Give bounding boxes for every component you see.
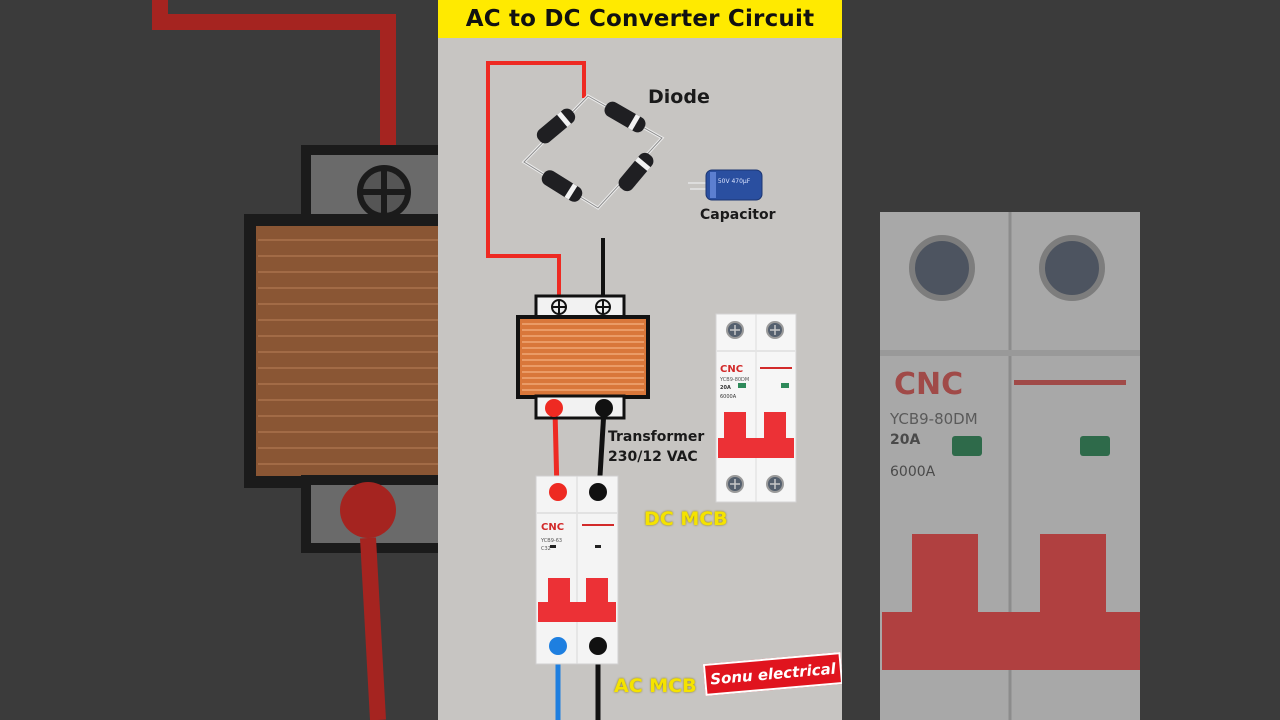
bg-red-terminal [340,482,396,538]
terminal-black [595,399,613,417]
dc-mcb-breaking: 6000A [720,394,737,400]
capacitor-marking: 50V 470µF [718,178,751,185]
ac-mcb: CNC YCB9-63 C32 [535,475,619,665]
transformer-coil [516,315,650,399]
background-right-zoom: CNC YCB9-80DM 20A 6000A [842,0,1280,720]
dc-mcb-label: DC MCB [644,508,728,530]
terminal-red [545,399,563,417]
bg-handle [882,612,1140,670]
transformer-label-line2: 230/12 VAC [608,449,698,465]
circuit-diagram: 50V 470µF [486,61,797,720]
capacitor-label: Capacitor [700,207,776,223]
bg-model-text: YCB9-80DM [889,410,978,428]
bg-screw-icon [909,235,975,301]
watermark-text: Sonu electrical [709,659,837,689]
diode-1 [536,108,576,144]
title-banner: AC to DC Converter Circuit [438,0,842,38]
dc-mcb-screw-icon-4 [766,475,784,493]
diode-2 [604,101,646,133]
diode-3 [541,170,583,202]
bg-red-wire-top [152,0,396,180]
capacitor: 50V 470µF [688,169,763,201]
dc-mcb-screw-icon-2 [766,321,784,339]
dc-mcb-handle [718,438,794,458]
ac-mcb-handle [538,602,616,622]
bg-left-art [0,0,438,720]
ac-mcb-terminal-black-bottom [589,637,607,655]
dc-mcb-rating: 20A [720,385,731,391]
dc-mcb-model: YCB9-80DM [719,377,749,383]
background-left-zoom [0,0,438,720]
red-wire-transformer-to-bridge [486,61,586,258]
ac-mcb-rating: C32 [541,546,551,552]
page-title: AC to DC Converter Circuit [465,6,815,32]
main-diagram-panel: 50V 470µF [438,0,842,720]
bg-right-art: CNC YCB9-80DM 20A 6000A [842,0,1280,720]
transformer-label: Transformer 230/12 VAC [608,427,704,467]
ac-mcb-terminal-blue [549,637,567,655]
ac-mcb-terminal-red [549,483,567,501]
dc-mcb: CNC YCB9-80DM 20A 6000A [715,313,797,503]
ac-mcb-model: YCB9-63 [540,538,562,544]
ac-mcb-brand: CNC [541,522,564,533]
diode-4 [618,152,654,192]
terminal-plus-icon [551,299,567,315]
ac-mcb-label: AC MCB [614,675,697,697]
bridge-rectifier [521,94,665,210]
dc-mcb-screw-icon [726,321,744,339]
diode-label: Diode [648,86,710,108]
transformer-label-line1: Transformer [608,429,705,445]
dc-mcb-brand: CNC [720,364,743,375]
terminal-plus-icon-2 [595,299,611,315]
dc-mcb-screw-icon-3 [726,475,744,493]
ac-mcb-terminal-black [589,483,607,501]
transformer [516,294,650,420]
bg-rating-text: 20A [890,432,920,448]
bg-brand-text: CNC [894,367,963,402]
bg-breaking-text: 6000A [890,464,936,480]
bg-screw-icon-2 [1039,235,1105,301]
